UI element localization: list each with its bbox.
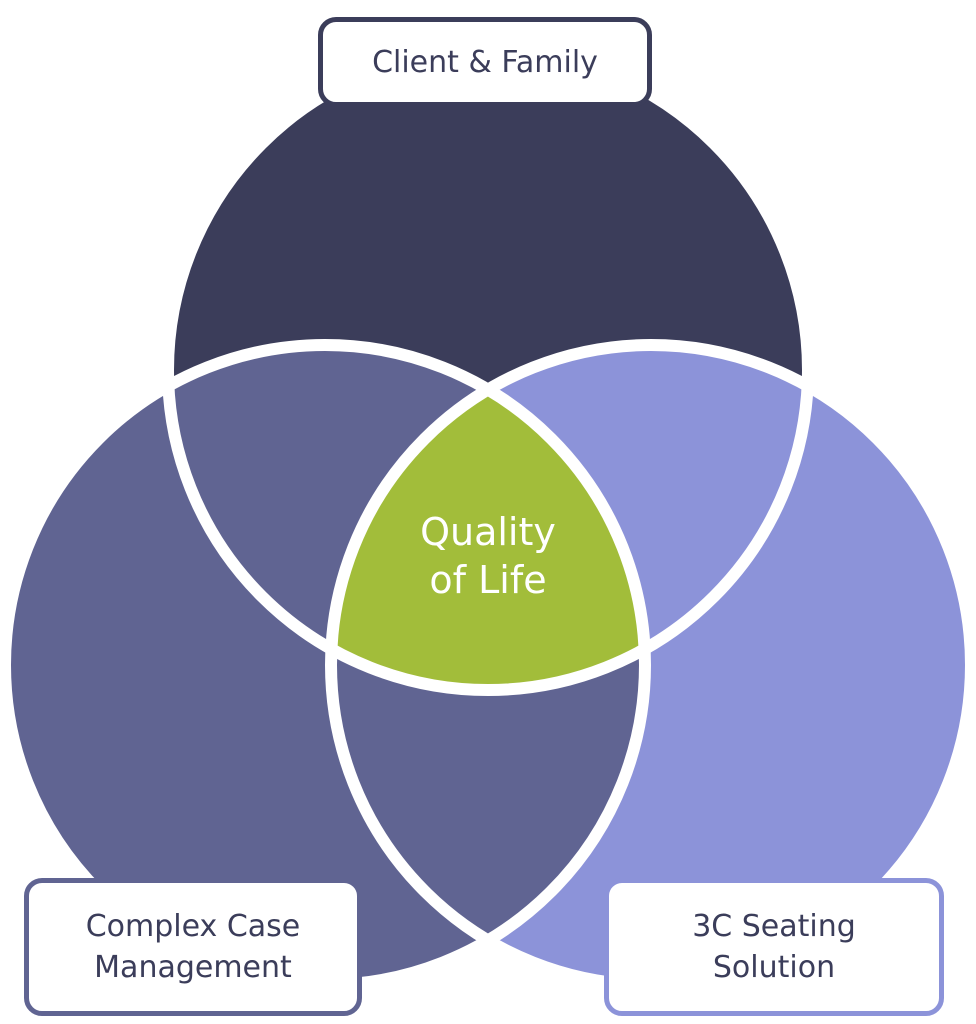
overlap-quality-of-life xyxy=(331,345,645,690)
client-family-label-box: Client & Family xyxy=(318,17,652,107)
quality-of-life-label: Quality of Life xyxy=(420,510,556,602)
complex-case-management-label-box: Complex Case Management xyxy=(24,878,362,1016)
3c-seating-solution-label: 3C Seating Solution xyxy=(692,909,856,985)
3c-seating-solution-label-box: 3C Seating Solution xyxy=(604,878,944,1016)
client-family-label: Client & Family xyxy=(372,44,598,80)
complex-case-management-label: Complex Case Management xyxy=(85,909,301,985)
